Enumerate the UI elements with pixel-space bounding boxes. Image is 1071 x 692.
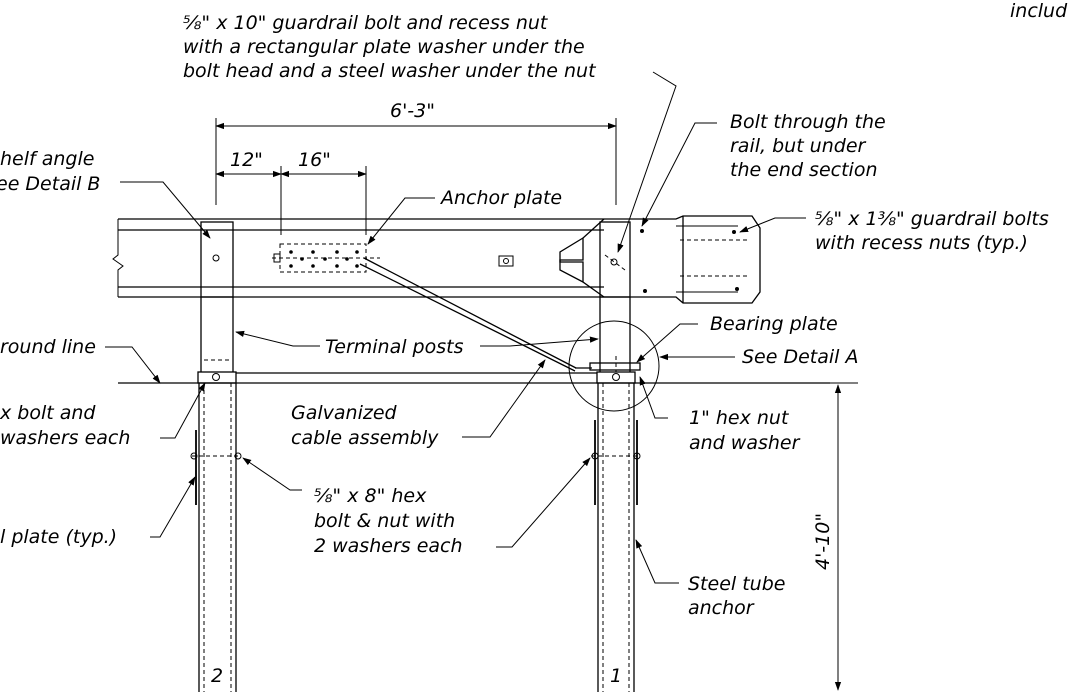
dimension-12in: 12" — [230, 149, 263, 171]
dimension-4ft-10in: 4'-10" — [812, 513, 834, 570]
bearing-plate — [589, 356, 641, 372]
hex-nut-label-line1: 1" hex nut — [689, 407, 790, 429]
galvanized-cable-label-line2: cable assembly — [291, 427, 439, 449]
top-bolt-note-line2: with a rectangular plate washer under th… — [183, 36, 585, 58]
dimension-lines — [215, 118, 858, 691]
leader-lines — [105, 71, 806, 584]
bearing-plate-label: Bearing plate — [710, 313, 838, 335]
hex-bolt-label-line1: x bolt and — [0, 402, 96, 424]
bolt-through-label-line3: the end section — [730, 159, 877, 181]
terminal-posts-label: Terminal posts — [325, 336, 464, 358]
detail-a-circle — [568, 320, 660, 412]
hex8-bolt-label-line2: bolt & nut with — [314, 510, 455, 532]
hex-nut-label-line2: and washer — [689, 432, 801, 454]
rail-splice-marker — [498, 255, 514, 267]
terminal-post-2 — [200, 221, 234, 372]
steel-tube-anchor-2 — [190, 383, 242, 692]
hex8-bolt-label-line3: 2 washers each — [314, 535, 463, 557]
bolt-through-label-line1: Bolt through the — [730, 111, 886, 133]
top-bolt-note-line1: ⅝" x 10" guardrail bolt and recess nut — [183, 12, 549, 34]
ground-line — [118, 371, 830, 384]
galvanized-cable-label-line1: Galvanized — [291, 402, 398, 424]
dimension-6ft-3in: 6'-3" — [390, 100, 435, 122]
steel-tube-anchor-1 — [591, 383, 641, 692]
guardrail-bolts-label-line1: ⅝" x 1⅜" guardrail bolts — [815, 208, 1049, 230]
hex8-bolt-label-line1: ⅝" x 8" hex — [314, 485, 427, 507]
shelf-angle-label-line1: helf angle — [0, 148, 94, 170]
terminal-post-1 — [599, 221, 631, 372]
bolt-through-label-line2: rail, but under — [730, 135, 867, 157]
post-number-1: 1 — [610, 665, 622, 687]
guardrail-bolts-label-line2: with recess nuts (typ.) — [815, 232, 1028, 254]
shelf-angle-label-line2: ee Detail B — [0, 173, 100, 195]
steel-tube-label-line2: anchor — [688, 597, 755, 619]
anchor-plate-label: Anchor plate — [439, 187, 562, 209]
ground-line-label: round line — [0, 336, 96, 358]
plate-typ-label: l plate (typ.) — [0, 526, 117, 548]
cut-off-note: includ — [1010, 0, 1068, 22]
anchor-plate — [272, 243, 380, 273]
w-beam-rail — [112, 218, 604, 298]
steel-tube-label-line1: Steel tube — [688, 573, 785, 595]
end-section — [559, 215, 761, 304]
post-number-2: 2 — [211, 665, 223, 687]
dimension-16in: 16" — [298, 149, 331, 171]
hex-bolt-label-line2: washers each — [0, 427, 130, 449]
top-bolt-note-line3: bolt head and a steel washer under the n… — [183, 60, 597, 82]
see-detail-a-label: See Detail A — [742, 346, 859, 368]
cable-assembly — [359, 257, 592, 372]
